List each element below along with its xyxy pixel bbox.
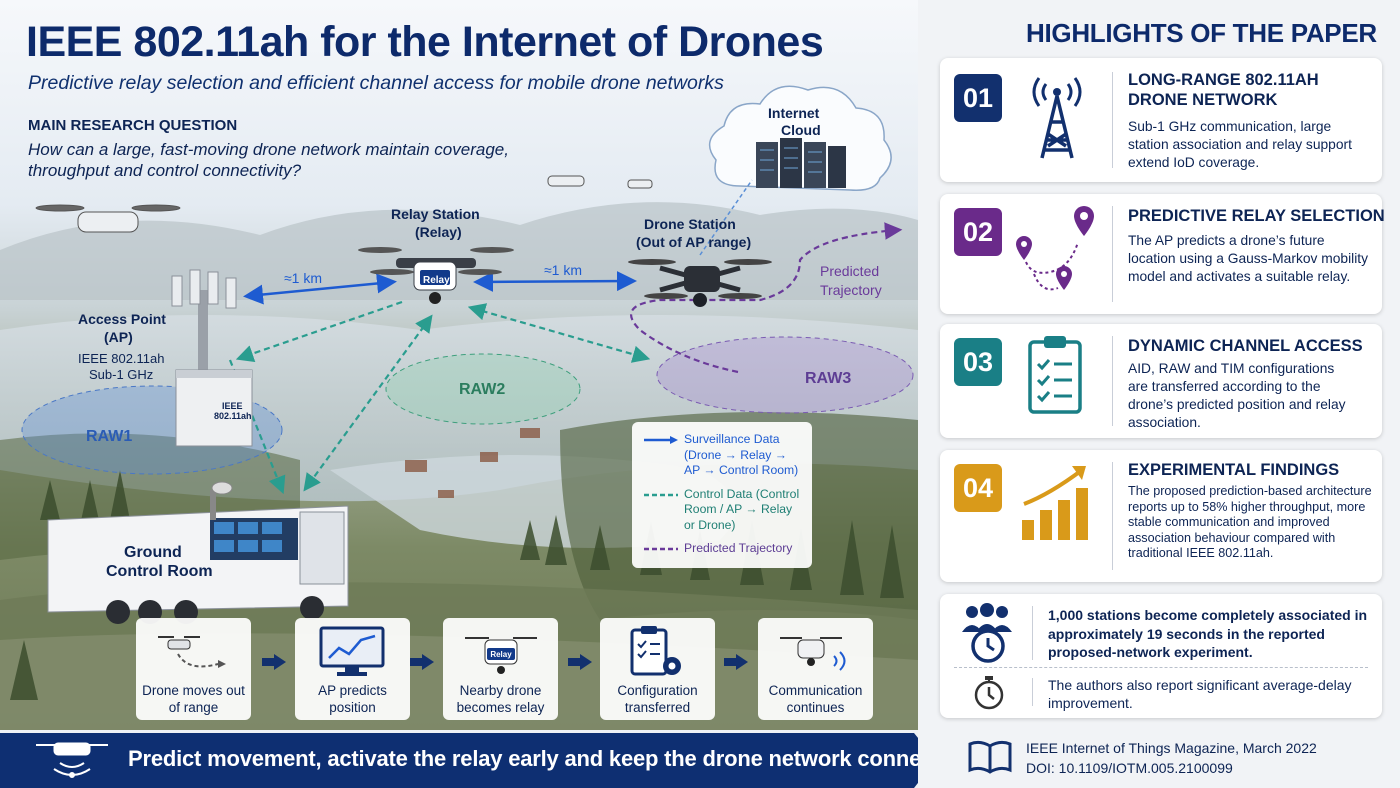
people-clock-icon	[962, 603, 1012, 663]
cloud-label-line2: Cloud	[781, 122, 821, 138]
chart-monitor-icon	[319, 626, 385, 676]
page-subtitle: Predictive relay selection and efficient…	[28, 72, 724, 94]
raw1-zone-label: RAW1	[86, 428, 133, 445]
drone-station-label-line1: Drone Station	[644, 216, 736, 232]
open-book-icon	[968, 740, 1012, 774]
trajectory-label-line2: Trajectory	[820, 282, 882, 298]
step-label: Configuration transferred	[617, 683, 698, 715]
research-question-text: How can a large, fast-moving drone netwo…	[28, 140, 509, 180]
drone-moving-icon	[158, 636, 226, 668]
card-heading: DYNAMIC CHANNEL ACCESS	[1128, 337, 1363, 355]
card-heading: EXPERIMENTAL FINDINGS	[1128, 461, 1340, 479]
clipboard-gear-icon	[630, 626, 681, 676]
highlight-card-03: 03 DYNAMIC CHANNEL ACCESS AID, RAW and T…	[940, 324, 1382, 438]
ap-label-line3: IEEE 802.11ah	[78, 351, 165, 366]
ap-label-line4: Sub-1 GHz	[89, 367, 154, 382]
legend-predicted: Predicted Trajectory	[644, 541, 802, 557]
highlights-title: HIGHLIGHTS OF THE PAPER	[1026, 18, 1377, 48]
card-number: 03	[954, 338, 1002, 386]
step-label: Communication continues	[768, 683, 863, 715]
step-drone-moves: Drone moves out of range	[136, 618, 251, 720]
ap-label-line2: (AP)	[104, 329, 133, 345]
relay-label-line1: Relay Station	[391, 206, 480, 222]
card-number: 04	[954, 464, 1002, 512]
research-question-label: MAIN RESEARCH QUESTION	[28, 117, 238, 134]
ap-box-line1: IEEE	[222, 401, 243, 411]
banner-text: Predict movement, activate the relay ear…	[128, 746, 972, 771]
ap-label-line1: Access Point	[78, 311, 166, 327]
stats-card	[940, 594, 1382, 718]
scene-panel: IEEE 802.11ah for the Internet of Drones…	[0, 0, 918, 730]
doi-reference: DOI: 10.1109/IOTM.005.2100099	[1026, 760, 1233, 776]
checklist-icon	[1028, 336, 1082, 414]
relay-label-line2: (Relay)	[415, 224, 462, 240]
card-body: Sub-1 GHz communication, large station a…	[1128, 119, 1352, 170]
card-number: 02	[954, 208, 1002, 256]
step-config-transferred: Configuration transferred	[600, 618, 715, 720]
access-point-tower-icon	[171, 269, 253, 447]
drone-signal-icon	[780, 637, 846, 671]
step-arrow-icon	[568, 654, 592, 670]
solid-arrow-icon	[644, 436, 678, 444]
card-body: The proposed prediction-based architectu…	[1128, 484, 1372, 560]
trajectory-label-line1: Predicted	[820, 263, 880, 279]
step-arrow-icon	[410, 654, 434, 670]
relay-badge-text: Relay	[490, 650, 512, 659]
drone-station-label-line2: (Out of AP range)	[636, 234, 752, 250]
journal-reference: IEEE Internet of Things Magazine, March …	[1026, 740, 1317, 756]
step-ap-predicts: AP predicts position	[295, 618, 410, 720]
antenna-tower-icon	[1032, 77, 1082, 159]
step-arrow-icon	[262, 654, 286, 670]
raw3-zone-label: RAW3	[805, 370, 852, 387]
delay-stat: The authors also report significant aver…	[1048, 677, 1352, 711]
legend-control: Control Data (Control Room / AP → Relay …	[644, 487, 802, 534]
dashed-purple-line-icon	[644, 547, 678, 551]
location-path-icon	[1016, 206, 1094, 291]
ground-label-line1: Ground	[124, 544, 182, 561]
relay-drone-icon	[358, 247, 514, 304]
ground-label-line2: Control Room	[106, 563, 213, 580]
step-communication-continues: Communication continues	[758, 618, 873, 720]
card-number: 01	[954, 74, 1002, 122]
association-stat: 1,000 stations become completely associa…	[1048, 607, 1368, 660]
card-heading: LONG-RANGE 802.11AH DRONE NETWORK	[1128, 71, 1319, 109]
step-label: Nearby drone becomes relay	[456, 683, 545, 715]
dashed-teal-line-icon	[644, 493, 678, 496]
highlight-card-04: 04 EXPERIMENTAL FINDINGS The proposed pr…	[940, 450, 1382, 582]
relay-drone-icon: Relay	[465, 637, 537, 674]
legend-surveillance: Surveillance Data (Drone → Relay → AP → …	[644, 432, 802, 479]
highlight-card-01: 01 LONG-RANGE 802.11AH DRONE NETWORK Sub…	[940, 58, 1382, 182]
ground-control-trailer-icon	[47, 481, 349, 624]
distance-ap-relay: ≈1 km	[284, 270, 323, 286]
step-label: Drone moves out of range	[142, 683, 245, 715]
card-heading: PREDICTIVE RELAY SELECTION	[1128, 207, 1385, 225]
stopwatch-icon	[974, 676, 1004, 710]
highlight-card-02: 02 PREDICTIVE RELAY SELECTION The AP pre…	[940, 194, 1385, 314]
step-arrow-icon	[724, 654, 748, 670]
step-relay-activated: Relay Nearby drone becomes relay	[443, 618, 558, 720]
bottom-banner	[0, 733, 936, 788]
internet-cloud-icon	[708, 85, 892, 191]
legend: Surveillance Data (Drone → Relay → AP → …	[632, 422, 812, 568]
drone-station-icon	[628, 259, 772, 307]
distance-relay-drone: ≈1 km	[544, 262, 583, 278]
card-body: The AP predicts a drone’s future locatio…	[1128, 233, 1369, 284]
cloud-label-line1: Internet	[768, 105, 820, 121]
card-body: AID, RAW and TIM configurations are tran…	[1128, 361, 1346, 430]
drone-wifi-icon	[36, 742, 108, 778]
step-label: AP predicts position	[318, 683, 387, 715]
growth-chart-icon	[1022, 466, 1088, 540]
raw2-zone-label: RAW2	[459, 381, 506, 398]
relay-badge: Relay	[423, 275, 450, 286]
page-title: IEEE 802.11ah for the Internet of Drones	[26, 18, 824, 66]
ap-box-line2: 802.11ah	[214, 411, 252, 421]
